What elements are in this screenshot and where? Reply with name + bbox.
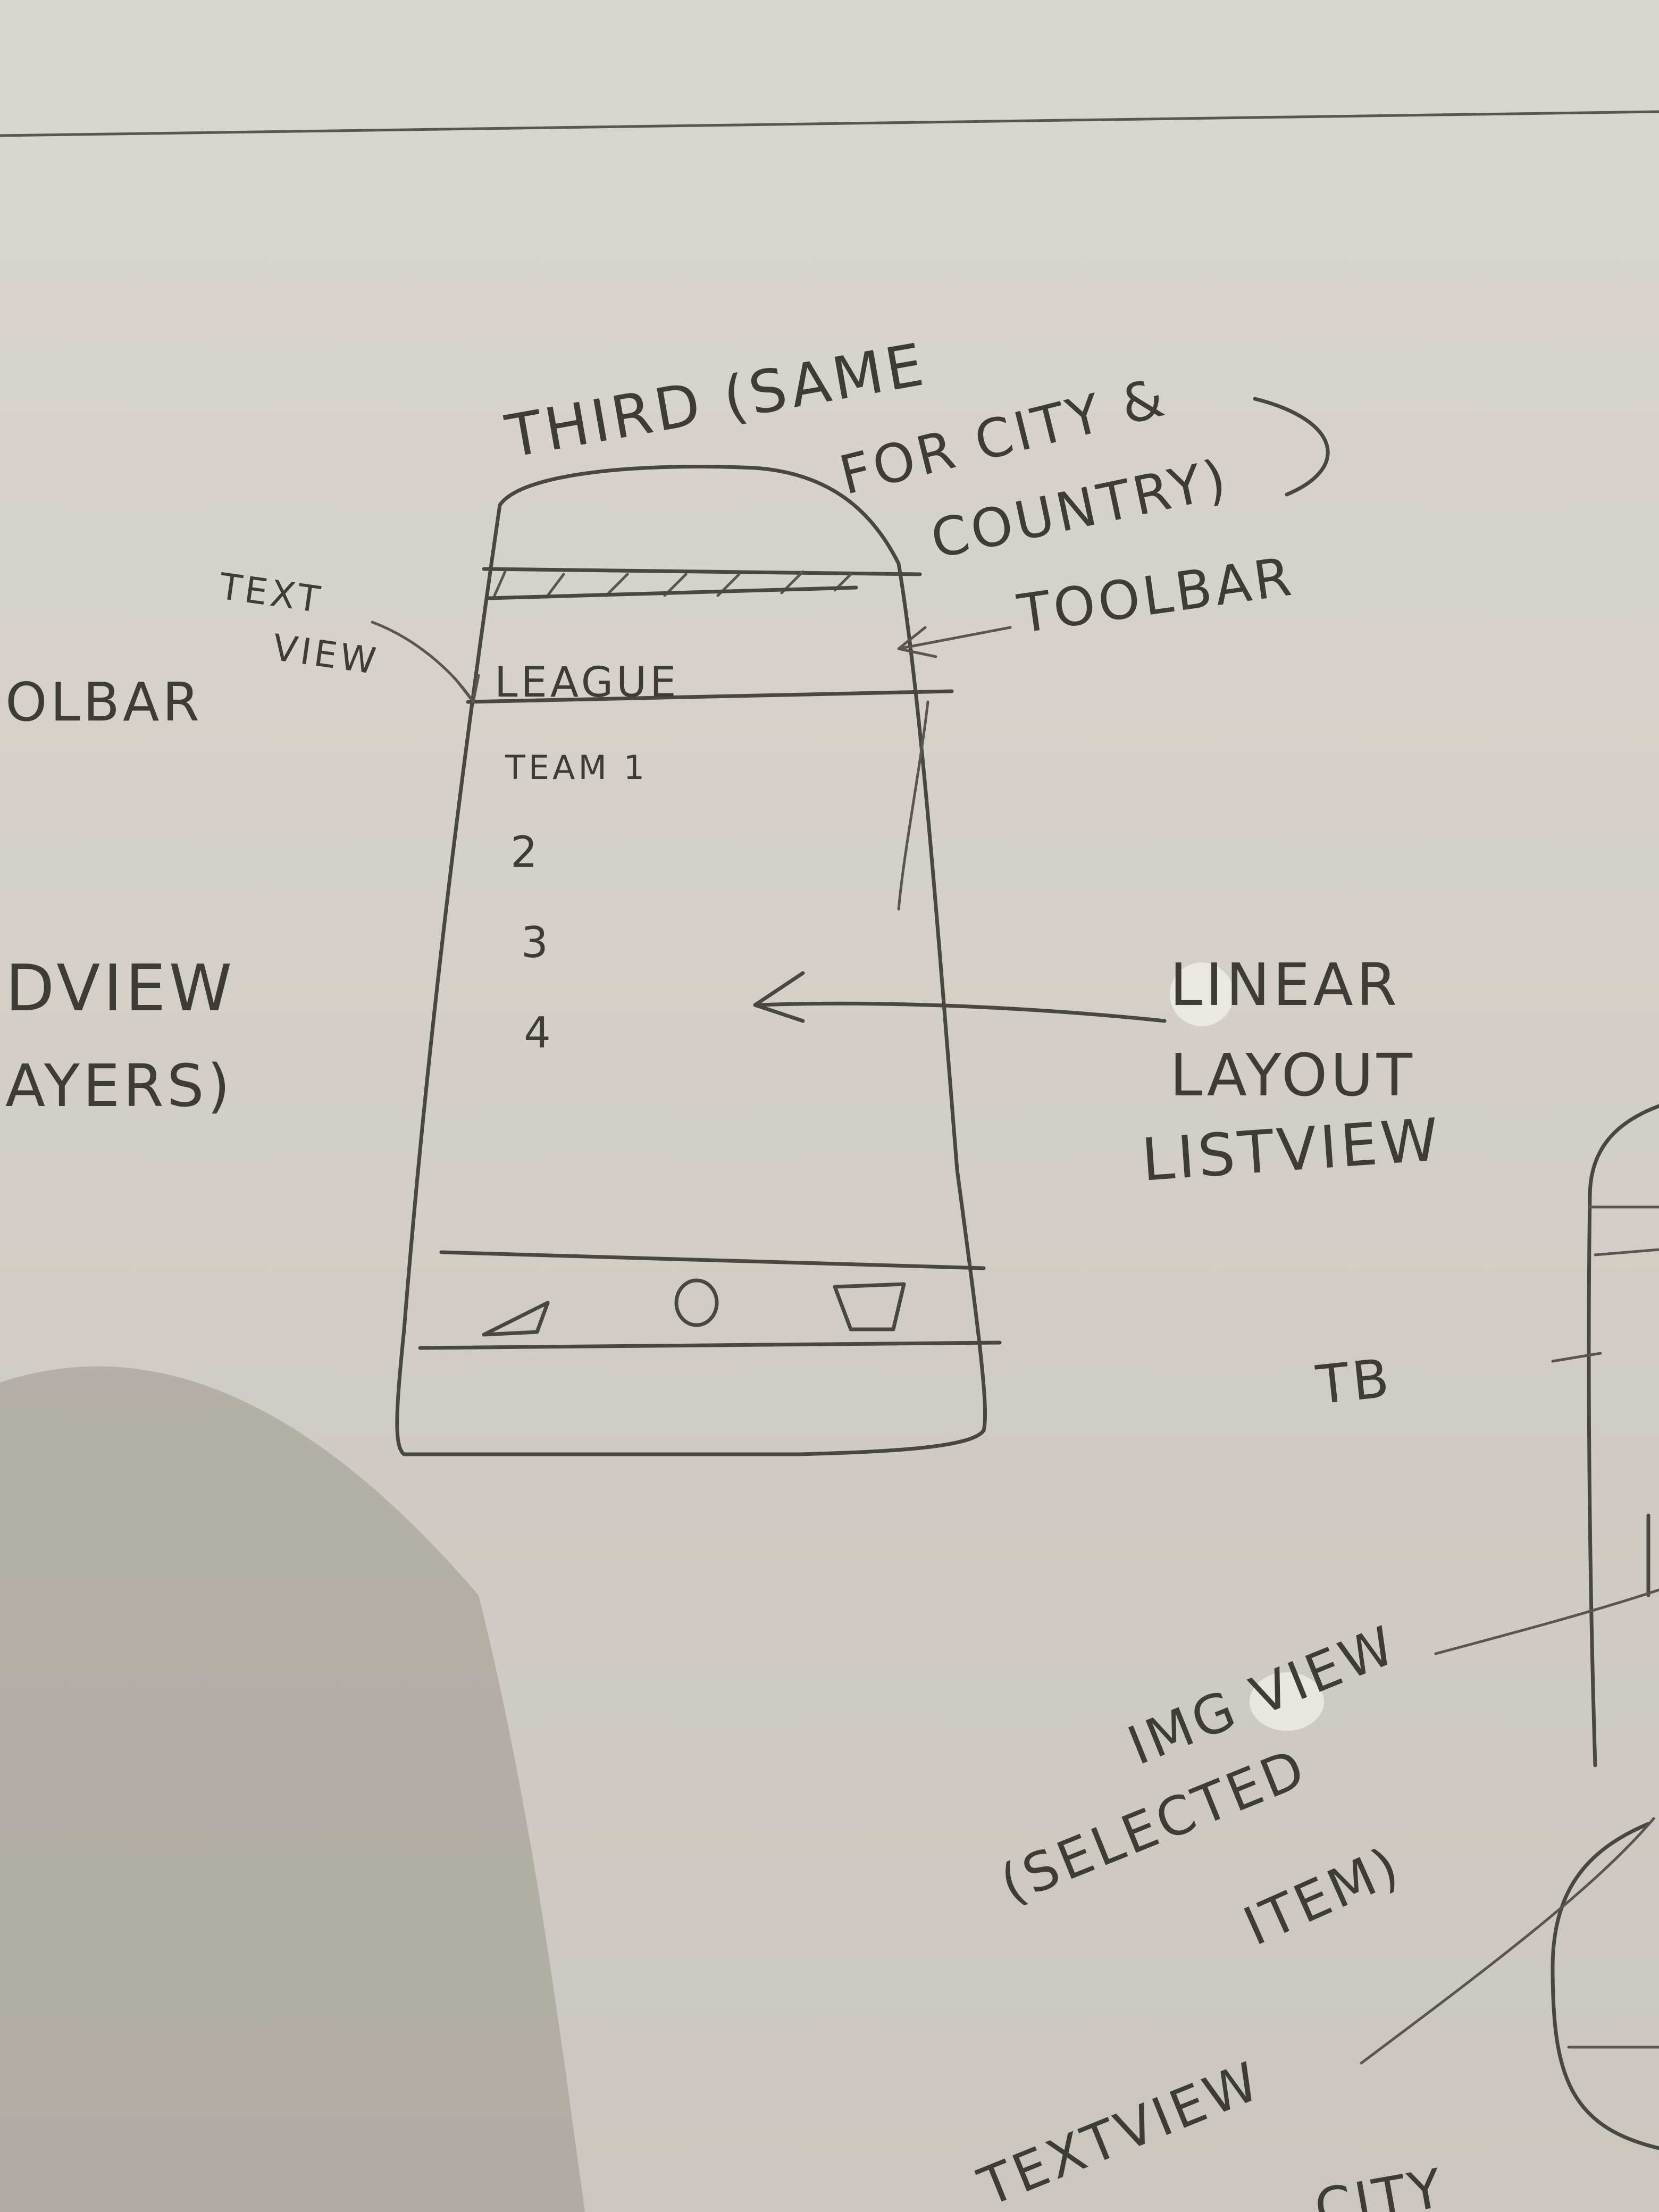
- right-status-line: [1588, 1205, 1659, 1256]
- layout-label-line-3: LISTVIEW: [1139, 1105, 1444, 1194]
- textview-arrow: [371, 621, 480, 703]
- phone-wireframe: LEAGUE TEAM 1 2 3 4: [395, 465, 1002, 1456]
- home-circle-icon: [674, 1278, 719, 1327]
- right-phone-outline: [1587, 1104, 1659, 1767]
- layout-label-line-2: LAYOUT: [1170, 1041, 1415, 1109]
- board-edge-line: [0, 110, 1659, 137]
- right-item-label: ITEM): [1235, 1834, 1410, 1958]
- status-bar-bottom-line: [487, 585, 858, 600]
- left-toolbar-fragment: OLBAR: [5, 671, 203, 733]
- nav-bar-top-line: [439, 1250, 986, 1270]
- right-textview-label: TEXTVIEW: [970, 2049, 1270, 2212]
- right-phone-lower: [1551, 1822, 1659, 2150]
- glare-spot-2: [1250, 1672, 1324, 1731]
- right-tb-label: TB: [1313, 1347, 1395, 1417]
- textview-pointer: [1360, 1817, 1655, 2065]
- toolbar-arrow: [897, 626, 1012, 658]
- callout-layout: LINEAR LAYOUT LISTVIEW: [753, 951, 1444, 1194]
- list-item-4: 4: [524, 1008, 554, 1058]
- list-item-2: 2: [510, 827, 541, 877]
- left-fragment-line-1: DVIEW: [5, 952, 235, 1026]
- right-phone-fragment: TB IMG VIEW (SELECTED ITEM) TEXTVIEW CIT…: [970, 1104, 1659, 2212]
- list-item-3: 3: [521, 918, 551, 967]
- left-fragment: OLBAR DVIEW AYERS): [5, 671, 235, 1120]
- status-bar-hatch: [493, 570, 852, 597]
- textview-label-line-1: TEXT: [216, 565, 326, 622]
- layout-arrow: [753, 971, 1167, 1023]
- phone-outline: [395, 465, 987, 1456]
- left-fragment-line-2: AYERS): [5, 1052, 233, 1120]
- callout-textview: TEXT VIEW: [216, 565, 480, 703]
- right-bottom-fragment: CITY: [1310, 2157, 1449, 2212]
- textview-label-line-2: VIEW: [270, 627, 382, 683]
- list-item-1: TEAM 1: [505, 748, 648, 787]
- nav-bar-bottom-line: [418, 1340, 1002, 1350]
- layout-label-line-1: LINEAR: [1170, 951, 1400, 1019]
- header-label: LEAGUE: [495, 659, 680, 707]
- back-triangle-icon: [482, 1301, 550, 1337]
- glare-spot: [1170, 962, 1234, 1026]
- toolbar-label: TOOLBAR: [1013, 545, 1298, 646]
- toolbar-edge-stroke: [897, 700, 929, 911]
- screen-heading: THIRD (SAME FOR CITY & COUNTRY): [500, 330, 1330, 571]
- toolbar-divider: [466, 689, 954, 704]
- right-tb-pointer: [1551, 1352, 1602, 1363]
- imgview-pointer: [1434, 1588, 1659, 1655]
- recents-square-icon: [833, 1282, 906, 1331]
- shadow-region: [0, 1366, 585, 2212]
- status-bar-line: [482, 567, 922, 576]
- heading-paren: [1253, 397, 1330, 497]
